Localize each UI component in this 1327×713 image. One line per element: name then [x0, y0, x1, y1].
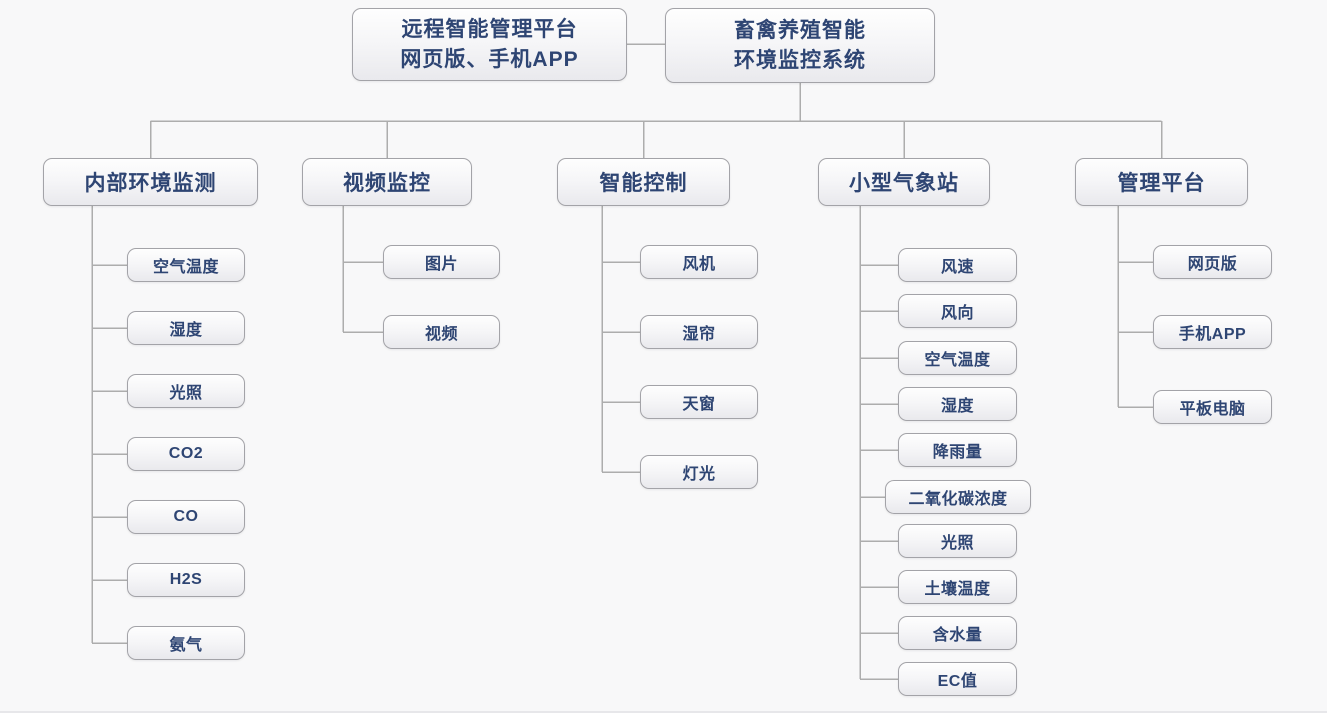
root-node-line1: 畜禽养殖智能 [734, 18, 866, 42]
remote-platform-line1: 远程智能管理平台 [401, 17, 578, 41]
root-node-line2: 环境监控系统 [734, 48, 866, 72]
leaf-node-weather-station-5: 二氧化碳浓度 [885, 480, 1031, 514]
remote-management-platform-node: 远程智能管理平台 网页版、手机APP [352, 8, 627, 81]
leaf-node-weather-station-3: 湿度 [898, 387, 1017, 421]
branch-node-video-monitoring: 视频监控 [302, 158, 472, 206]
leaf-node-weather-station-8: 含水量 [898, 616, 1017, 650]
leaf-node-weather-station-0: 风速 [898, 248, 1017, 282]
leaf-node-weather-station-2: 空气温度 [898, 341, 1017, 375]
leaf-node-internal-environment-monitoring-5: H2S [127, 563, 245, 597]
leaf-node-intelligent-control-0: 风机 [640, 245, 758, 279]
leaf-node-weather-station-4: 降雨量 [898, 433, 1017, 467]
leaf-node-intelligent-control-1: 湿帘 [640, 315, 758, 349]
leaf-node-video-monitoring-1: 视频 [383, 315, 500, 349]
leaf-node-weather-station-6: 光照 [898, 524, 1017, 558]
leaf-node-internal-environment-monitoring-4: CO [127, 500, 245, 534]
leaf-node-management-platform-0: 网页版 [1153, 245, 1272, 279]
branch-node-internal-environment-monitoring: 内部环境监测 [43, 158, 258, 206]
leaf-node-video-monitoring-0: 图片 [383, 245, 500, 279]
leaf-node-internal-environment-monitoring-6: 氨气 [127, 626, 245, 660]
leaf-node-weather-station-9: EC值 [898, 662, 1017, 696]
leaf-node-weather-station-1: 风向 [898, 294, 1017, 328]
leaf-node-internal-environment-monitoring-3: CO2 [127, 437, 245, 471]
root-node-livestock-env-monitoring-system: 畜禽养殖智能 环境监控系统 [665, 8, 935, 83]
leaf-node-internal-environment-monitoring-1: 湿度 [127, 311, 245, 345]
leaf-node-internal-environment-monitoring-2: 光照 [127, 374, 245, 408]
remote-platform-line2: 网页版、手机APP [400, 47, 579, 71]
branch-node-management-platform: 管理平台 [1075, 158, 1248, 206]
leaf-node-intelligent-control-3: 灯光 [640, 455, 758, 489]
leaf-node-intelligent-control-2: 天窗 [640, 385, 758, 419]
leaf-node-weather-station-7: 土壤温度 [898, 570, 1017, 604]
leaf-node-internal-environment-monitoring-0: 空气温度 [127, 248, 245, 282]
branch-node-intelligent-control: 智能控制 [557, 158, 730, 206]
branch-node-weather-station: 小型气象站 [818, 158, 990, 206]
leaf-node-management-platform-2: 平板电脑 [1153, 390, 1272, 424]
leaf-node-management-platform-1: 手机APP [1153, 315, 1272, 349]
